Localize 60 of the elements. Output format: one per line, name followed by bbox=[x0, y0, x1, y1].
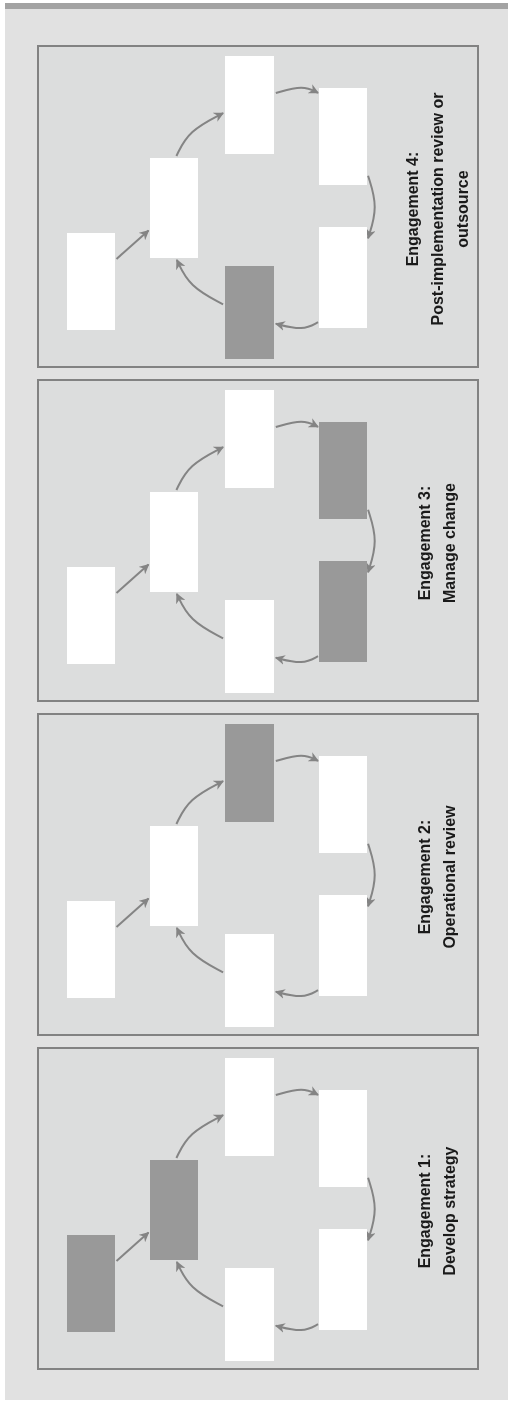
arrow bbox=[366, 174, 376, 240]
empty-box bbox=[319, 1229, 367, 1330]
arrow bbox=[274, 1086, 319, 1096]
empty-box bbox=[319, 422, 367, 519]
arrow bbox=[175, 1261, 225, 1308]
arrow bbox=[115, 897, 150, 928]
empty-box bbox=[67, 567, 115, 664]
empty-box bbox=[225, 600, 274, 693]
panel-title: Post-implementation review or outsource bbox=[427, 91, 472, 328]
empty-box bbox=[150, 826, 198, 926]
empty-box bbox=[319, 895, 367, 996]
empty-box bbox=[319, 1090, 367, 1187]
empty-box bbox=[225, 1268, 274, 1361]
arrow bbox=[274, 321, 319, 331]
arrow bbox=[274, 655, 319, 665]
empty-box bbox=[225, 1058, 274, 1156]
empty-box bbox=[225, 934, 274, 1027]
arrow bbox=[175, 446, 225, 491]
empty-box bbox=[67, 901, 115, 998]
panel-title: Engagement 4: bbox=[402, 151, 422, 267]
empty-box bbox=[150, 158, 198, 258]
arrow bbox=[175, 1114, 225, 1159]
empty-box bbox=[225, 724, 274, 822]
arrow bbox=[175, 259, 225, 306]
arrow bbox=[115, 1231, 150, 1262]
panel-title: Operational review bbox=[440, 805, 459, 949]
arrow bbox=[115, 229, 150, 260]
arrow bbox=[274, 418, 319, 428]
arrow bbox=[274, 752, 319, 762]
arrow bbox=[274, 84, 319, 94]
empty-box bbox=[67, 1235, 115, 1332]
panel-title: Engagement 1: bbox=[415, 1153, 434, 1269]
arrow bbox=[366, 508, 376, 574]
panel-title: Engagement 2: bbox=[415, 819, 434, 935]
engagement-panel bbox=[37, 1047, 479, 1370]
empty-box bbox=[319, 756, 367, 853]
arrow bbox=[115, 563, 150, 594]
arrow bbox=[175, 780, 225, 825]
empty-box bbox=[319, 227, 367, 328]
panel-title: Engagement 3: bbox=[415, 485, 434, 601]
arrow bbox=[175, 112, 225, 157]
engagement-panel bbox=[37, 379, 479, 702]
arrow bbox=[366, 842, 376, 908]
empty-box bbox=[67, 233, 115, 330]
empty-box bbox=[225, 390, 274, 488]
arrow bbox=[366, 1176, 376, 1242]
empty-box bbox=[225, 266, 274, 359]
empty-box bbox=[150, 492, 198, 592]
panel-title: Develop strategy bbox=[440, 1146, 459, 1276]
engagement-panel bbox=[37, 713, 479, 1036]
arrow bbox=[175, 927, 225, 974]
arrow bbox=[175, 593, 225, 640]
empty-box bbox=[319, 88, 367, 185]
panel-title: Manage change bbox=[440, 483, 459, 603]
empty-box bbox=[319, 561, 367, 662]
arrow bbox=[274, 1323, 319, 1333]
empty-box bbox=[150, 1160, 198, 1260]
engagement-panel bbox=[37, 45, 479, 368]
arrow bbox=[274, 989, 319, 999]
empty-box bbox=[225, 56, 274, 154]
